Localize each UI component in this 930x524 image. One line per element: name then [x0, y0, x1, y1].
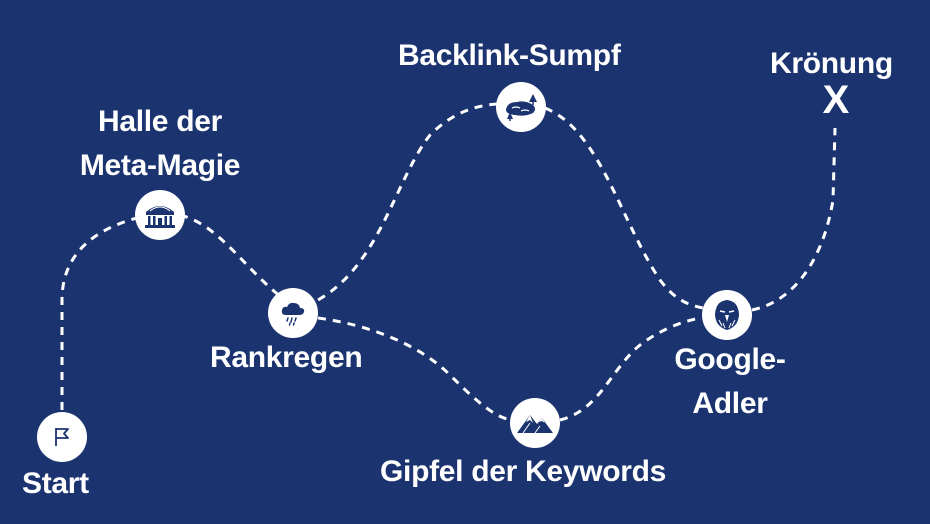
eagle-icon [715, 300, 739, 330]
station-rankregen-node[interactable] [268, 288, 318, 338]
trail-gipfel-to-adler [559, 316, 701, 422]
station-halle-label-line2: Meta-Magie [79, 149, 241, 182]
station-halle-label: Halle der Meta-Magie [60, 100, 260, 188]
trail-halle-to-rankregen [179, 213, 286, 302]
station-gipfel-node[interactable] [510, 398, 560, 448]
station-start-node[interactable] [37, 412, 87, 462]
swamp-icon [506, 94, 537, 121]
station-start-label: Start [22, 467, 89, 500]
trail-adler-to-kroenung [751, 127, 837, 312]
station-adler-label-line1: Google- [674, 343, 786, 376]
station-backlink-label: Backlink-Sumpf [398, 39, 621, 72]
station-gipfel-label: Gipfel der Keywords [380, 455, 667, 488]
trail-rankregen-to-backlink [317, 102, 499, 302]
trail-backlink-to-adler [544, 106, 704, 310]
finish-x-marker[interactable]: X [822, 78, 850, 122]
rain-cloud-icon [281, 302, 305, 326]
mountain-icon [517, 415, 553, 434]
station-backlink-node[interactable] [496, 82, 546, 132]
station-halle-node[interactable] [135, 190, 185, 240]
trail-rankregen-to-gipfel [317, 316, 513, 422]
building-icon [145, 206, 175, 228]
station-kroenung-label: Krönung [770, 47, 893, 80]
station-halle-label-line1: Halle der [97, 105, 223, 138]
station-adler-label: Google- Adler [660, 338, 800, 426]
station-rankregen-label: Rankregen [210, 341, 363, 374]
flag-icon [55, 428, 69, 446]
trail-start-to-halle [60, 213, 151, 410]
station-adler-node[interactable] [702, 290, 752, 340]
station-adler-label-line2: Adler [692, 387, 768, 420]
